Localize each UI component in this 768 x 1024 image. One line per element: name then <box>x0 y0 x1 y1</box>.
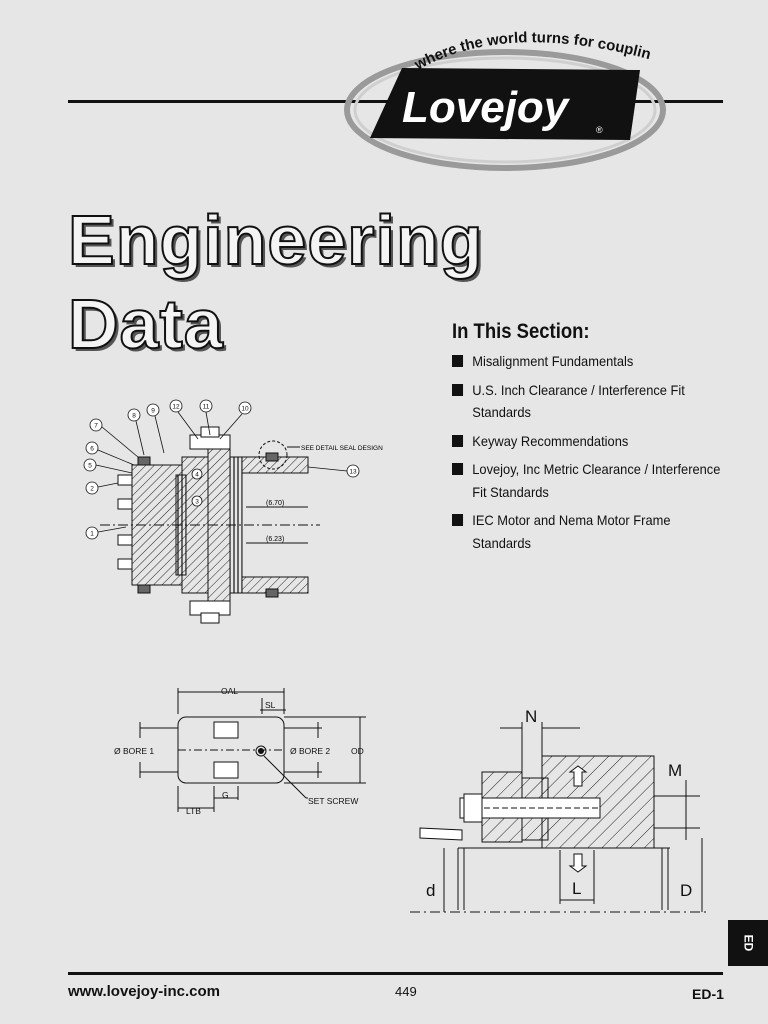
registered-mark: ® <box>596 125 603 135</box>
section-item[interactable]: Keyway Recommendations <box>452 430 728 453</box>
section-item[interactable]: Lovejoy, Inc Metric Clearance / Interfer… <box>452 458 728 503</box>
od-label: OD <box>351 746 364 756</box>
callout-label: 4 <box>195 472 199 479</box>
bore2-label: Ø BORE 2 <box>290 746 330 756</box>
section-list: Misalignment Fundamentals U.S. Inch Clea… <box>452 350 752 560</box>
callout-label: 12 <box>172 404 180 411</box>
page-number: 449 <box>395 984 417 999</box>
section-item[interactable]: U.S. Inch Clearance / Interference Fit S… <box>452 379 728 424</box>
section-side-tab[interactable]: ED <box>728 920 768 966</box>
callout-label: 2 <box>90 486 94 493</box>
page-code: ED-1 <box>692 986 724 1002</box>
g-label: G <box>222 790 229 800</box>
callout-label: 11 <box>203 404 210 411</box>
callout-label: 3 <box>195 499 199 506</box>
callout-label: 6 <box>90 446 94 453</box>
oal-label: OAL <box>221 686 238 696</box>
footer-rule <box>68 972 723 975</box>
lovejoy-logo: where the world turns for couplings Love… <box>340 18 666 171</box>
callout-label: 8 <box>132 413 136 420</box>
dim-m-label: M <box>668 761 682 780</box>
dim-n-label: N <box>525 707 537 726</box>
logo-wordmark: Lovejoy <box>402 83 571 132</box>
ltb-label: LTB <box>186 806 201 816</box>
locking-assembly-drawing: N M L d D <box>410 707 710 913</box>
coupling-section-drawing: (6.70) (6.23) SEE DETAIL SEAL DESIGN 7 6… <box>83 399 383 624</box>
dim-d-small-label: d <box>426 881 435 900</box>
sl-label: SL <box>265 700 276 710</box>
callout-label: 7 <box>94 423 98 430</box>
jaw-coupling-dimension-drawing: OAL SL Ø BORE 1 Ø BORE 2 OD G LTB SET SC… <box>114 686 366 816</box>
callout-label: 9 <box>151 408 155 415</box>
callout-label: 1 <box>90 531 94 538</box>
dim-label: (6.70) <box>266 500 284 507</box>
bore1-label: Ø BORE 1 <box>114 746 154 756</box>
dim-d-large-label: D <box>680 881 692 900</box>
footer-url-link[interactable]: www.lovejoy-inc.com <box>68 983 220 1000</box>
page-title-line2: Data <box>67 285 224 363</box>
section-item[interactable]: Misalignment Fundamentals <box>452 350 728 373</box>
page-title-line1: Engineering <box>67 201 484 279</box>
detail-note: SEE DETAIL SEAL DESIGN <box>301 445 383 452</box>
set-screw-label: SET SCREW <box>308 796 358 806</box>
dim-label: (6.23) <box>266 536 284 543</box>
callout-label: 5 <box>88 463 92 470</box>
dim-l-label: L <box>572 879 581 898</box>
callout-label: 10 <box>241 406 249 413</box>
section-item[interactable]: IEC Motor and Nema Motor Frame Standards <box>452 509 728 554</box>
side-tab-label: ED <box>740 934 755 952</box>
callout-label: 13 <box>349 469 357 476</box>
section-heading: In This Section: <box>452 320 590 343</box>
